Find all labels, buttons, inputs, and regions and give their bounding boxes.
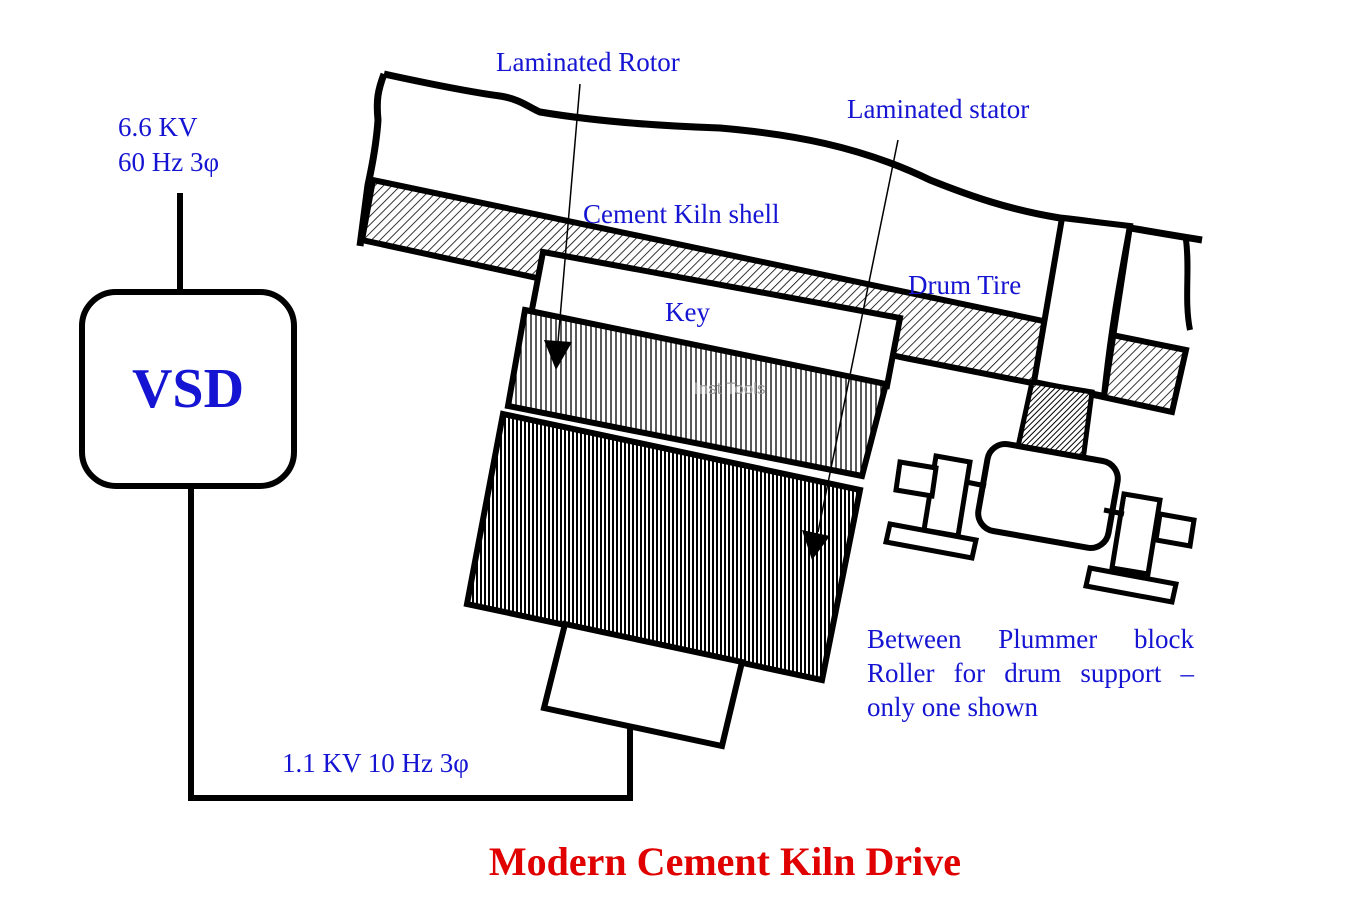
- plummer-note: Between Plummer block Roller for drum su…: [867, 622, 1194, 724]
- laminated-stator-label: Laminated stator: [847, 94, 1030, 124]
- rotor-arrowhead: [544, 340, 572, 370]
- plummer-note-line-3: only one shown: [867, 692, 1038, 722]
- laminated-stator: [463, 410, 864, 684]
- output-wire: [188, 486, 633, 801]
- laminated-rotor: [504, 306, 890, 480]
- watermark-text: Inst Tools: [694, 379, 766, 398]
- rotor-leader-line: [557, 83, 581, 343]
- stator-leader-line: [817, 139, 899, 533]
- drum-tire-label: Drum Tire: [908, 270, 1022, 300]
- diagram-title: Modern Cement Kiln Drive: [488, 839, 962, 884]
- kiln-right-edge: [1101, 225, 1133, 397]
- kiln-shell-label: Cement Kiln shell: [583, 199, 780, 229]
- laminated-rotor-label: Laminated Rotor: [496, 47, 680, 77]
- stator-arrowhead: [802, 530, 830, 560]
- vsd-label: VSD: [131, 358, 245, 420]
- plummer-roller: [882, 441, 1197, 605]
- key-label: Key: [665, 297, 710, 327]
- terminal-box: [540, 620, 746, 750]
- kiln-right-cut: [1183, 239, 1193, 331]
- kiln-left-edge: [356, 72, 388, 247]
- plummer-note-line-1: Between Plummer block: [867, 624, 1194, 654]
- plummer-note-line-2: Roller for drum support –: [867, 658, 1194, 688]
- supply-voltage-label: 6.6 KV: [118, 112, 198, 142]
- supply-frequency-label: 60 Hz 3φ: [118, 147, 220, 177]
- output-supply-label: 1.1 KV 10 Hz 3φ: [282, 748, 469, 778]
